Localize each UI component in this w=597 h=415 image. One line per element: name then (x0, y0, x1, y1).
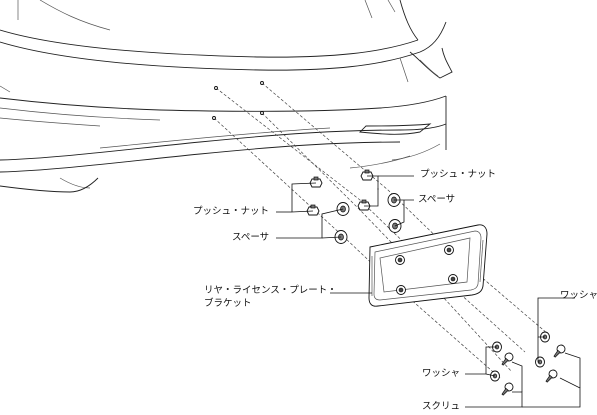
bracket-label-line2: ブラケット (204, 298, 252, 309)
screw-icon (501, 382, 514, 396)
screw-icon (545, 369, 558, 383)
push-nut-label-left: プッシュ・ナット (193, 206, 270, 217)
mount-hole-marker (212, 116, 216, 120)
spacer-label-left: スペーサ (232, 232, 270, 243)
car-rear-outline (0, 0, 453, 193)
mount-hole-marker (260, 81, 264, 85)
push-nut-icon (306, 204, 320, 216)
callout-leaders (276, 175, 581, 408)
push-nut-icon (357, 199, 371, 211)
push-nut-icon (360, 169, 374, 181)
spacer-label-upper: スペーサ (418, 194, 456, 205)
washer-label-left: ワッシャ (422, 368, 461, 379)
screw-icon (501, 352, 514, 366)
push-nut-label-upper: プッシュ・ナット (420, 169, 497, 180)
screw-icon (553, 344, 566, 358)
washer-label-right: ワッシャ (560, 290, 597, 301)
license-plate-bracket (368, 224, 488, 307)
mount-hole-marker (260, 111, 264, 115)
push-nut-icon (309, 176, 323, 188)
bracket-label-line1: リヤ・ライセンス・プレート・ (204, 285, 337, 296)
mount-hole-marker (214, 86, 218, 90)
screw-label: スクリュ (422, 401, 461, 412)
